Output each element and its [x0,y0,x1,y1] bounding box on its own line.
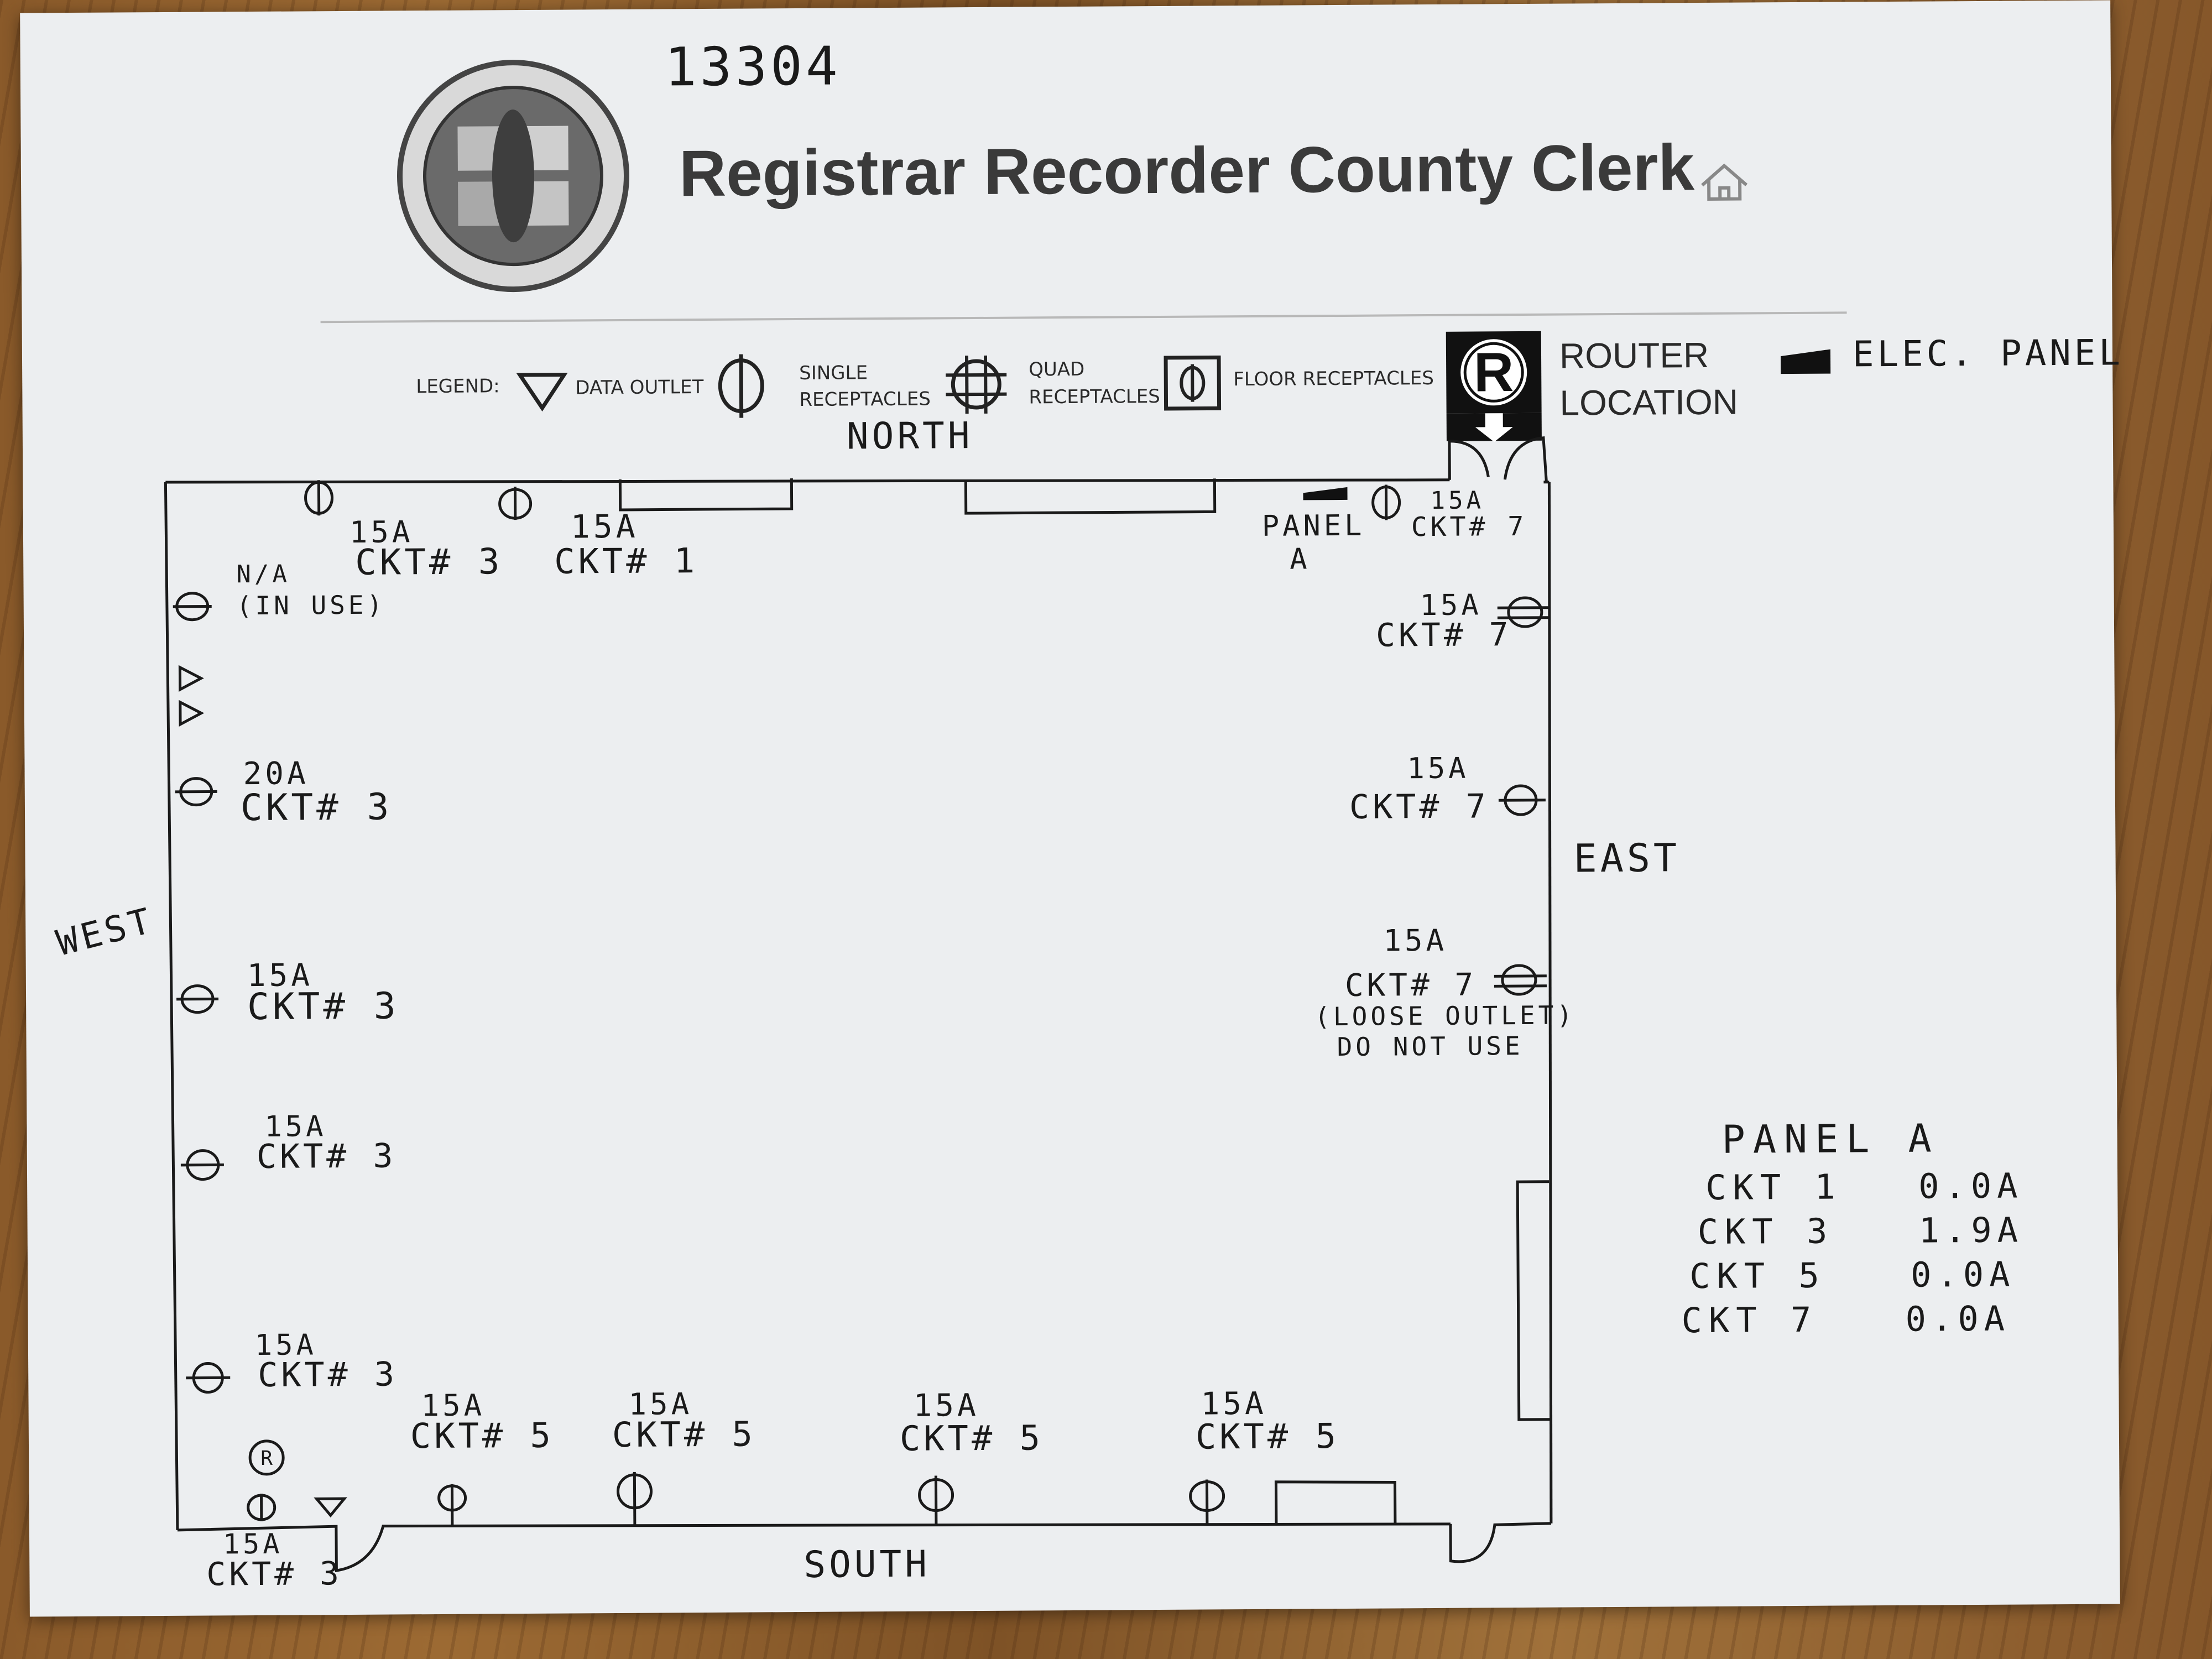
outlet-label-amps: 15A [570,507,639,546]
outlet-label-circuit: CKT# 7 [1411,510,1527,543]
label-north: NORTH [846,414,973,458]
outlet-label-amps: 15A [1430,486,1485,515]
panel-table-amps: 0.0A [1918,1165,2023,1207]
outlet-label-circuit: CKT# 3 [240,785,393,830]
outlet-label-circuit: CKT# 5 [1195,1416,1340,1457]
outlet-label-circuit: CKT# 1 [554,540,698,582]
single-receptacle-icon [1494,964,1547,996]
single-receptacle-icon [180,1149,224,1181]
north-door-arc-right [1503,436,1548,482]
panel-table-ckt: CKT 1 [1705,1166,1843,1208]
window-east [1516,1180,1551,1421]
panel-table-title: PANEL A [1721,1115,1939,1162]
window-north-2 [964,478,1217,515]
data-outlet-icon [178,665,204,692]
elec-panel-icon [1781,349,1831,374]
south-wall-right [1449,1522,1551,1563]
single-receptacle-icon [176,984,219,1014]
quad-receptacle-icon [946,355,1007,414]
elec-panel-a-icon [1303,487,1348,500]
panel-table-ckt: CKT 5 [1689,1255,1827,1297]
router-icon-letter: R [1474,341,1514,403]
floor-receptacle-icon [1164,355,1222,411]
single-receptacle-icon [247,1493,276,1521]
panel-a-label-line2: A [1290,542,1311,576]
single-receptacle-icon [918,1475,954,1524]
outlet-label-circuit: CKT# 3 [355,541,503,583]
data-outlet-icon [179,700,205,727]
outlet-label-circuit: CKT# 3 [247,984,399,1029]
single-receptacle-icon [437,1484,467,1526]
outlet-label-circuit: CKT# 5 [899,1417,1044,1459]
outlet-label-circuit: CKT# 5 [612,1413,757,1455]
router-icon [248,1439,285,1476]
router-icon [1446,331,1542,442]
outlet-label-note: (LOOSE OUTLET) [1314,1000,1576,1032]
county-seal-icon [397,60,629,293]
single-receptacle-icon [498,487,533,520]
outlet-label-circuit: CKT# 3 [256,1136,397,1176]
single-receptacle-icon [173,592,212,622]
outlet-label-amps: 15A [1407,752,1469,786]
outlet-label-circuit: CKT# 5 [410,1415,555,1457]
data-outlet-icon [314,1497,347,1518]
outlet-label-note: DO NOT USE [1337,1031,1524,1062]
east-wall [1547,482,1553,1524]
single-receptacle-icon [1498,784,1546,816]
outlet-label-amps: N/A [236,560,291,589]
outlet-label-amps: 15A [1383,922,1448,958]
single-receptacle-icon [718,354,764,418]
window-north-1 [618,478,794,512]
single-receptacle-icon [1189,1479,1225,1524]
data-outlet-icon [516,373,568,412]
north-door-arc-left [1448,440,1490,480]
outlet-label-circuit: CKT# 7 [1349,787,1489,827]
west-wall [164,482,179,1530]
floor-plan-drawing: R [164,436,1553,1573]
label-south: SOUTH [804,1542,931,1586]
floor-plan-sheet: 13304 Registrar Recorder County Clerk [20,0,2124,1617]
home-icon [1701,163,1748,201]
outlet-label-circuit: CKT# 3 [206,1554,343,1593]
single-receptacle-icon [1497,596,1550,628]
single-receptacle-icon [304,480,334,516]
south-wall-left [177,1522,1451,1573]
single-receptacle-icon [186,1362,231,1394]
label-east: EAST [1573,835,1681,881]
panel-table-amps: 0.0A [1910,1254,2016,1295]
legend-graphics: R [516,331,1831,442]
panel-a-label-line1: PANEL [1261,509,1365,543]
outlet-label-circuit: CKT# 7 [1375,615,1512,654]
panel-table-amps: 1.9A [1918,1209,2024,1251]
panel-table-ckt: CKT 3 [1697,1211,1834,1253]
single-receptacle-icon [617,1472,653,1525]
single-receptacle-icon [175,777,217,807]
panel-table-ckt: CKT 7 [1681,1299,1818,1341]
router-icon-letter: R [260,1447,273,1470]
outlet-label-circuit: CKT# 3 [258,1355,398,1395]
outlet-label-circuit: (IN USE) [236,589,386,621]
outlet-label-circuit: CKT# 7 [1344,967,1477,1004]
single-receptacle-icon [1371,484,1401,520]
header-graphics [397,60,1748,293]
window-south [1274,1480,1397,1525]
panel-table-amps: 0.0A [1905,1298,2011,1339]
